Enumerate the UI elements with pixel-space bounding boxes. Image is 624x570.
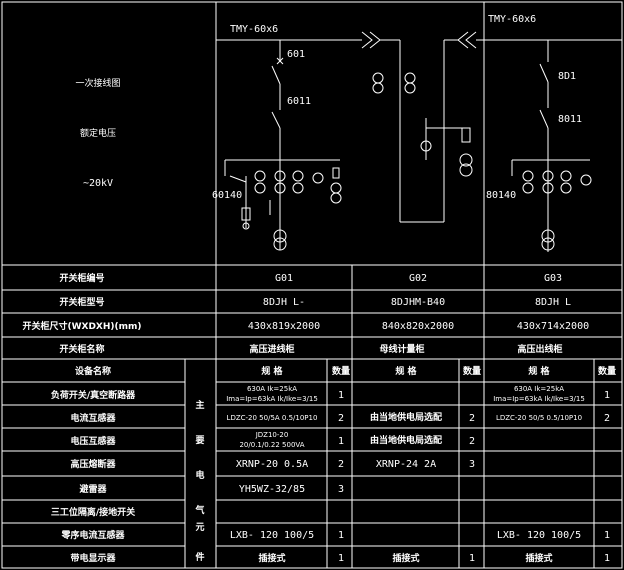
svg-text:主: 主	[195, 399, 204, 411]
rated-voltage-label: 额定电压	[80, 127, 116, 139]
g01-qty: 1	[338, 530, 344, 541]
equipment-name: 高压熔断器	[70, 458, 116, 470]
equipment-name: 零序电流互感器	[60, 529, 125, 541]
g03-spec: 630A Ik=25kA	[514, 385, 564, 393]
g03-qty: 1	[604, 530, 610, 541]
g01-spec: Ima=Ip=63kA Ik/Ike=3/15	[226, 395, 318, 403]
g03-spec-header: 规 格	[528, 365, 550, 377]
equipment-name: 电流互感器	[70, 412, 116, 424]
g03-spec: LXB- 120 100/5	[497, 530, 581, 541]
g01-qty-header: 数量	[332, 365, 350, 377]
g01-spec: 20/0.1/0.22 500VA	[239, 441, 304, 449]
svg-text:件: 件	[195, 551, 204, 563]
g03-qty: 1	[604, 390, 610, 401]
svg-text:元: 元	[195, 522, 204, 533]
g02-qty: 2	[469, 413, 475, 424]
g01-model: 8DJH L-	[263, 297, 305, 308]
row-label: 开关柜名称	[59, 343, 104, 355]
g02-size: 840x820x2000	[382, 321, 454, 332]
g01-spec: 630A Ik=25kA	[247, 385, 297, 393]
equipment-name: 避雷器	[79, 483, 107, 495]
g02-qty-header: 数量	[463, 365, 481, 377]
single-line-label: 一次接线图	[75, 77, 120, 89]
equipment-name: 负荷开关/真空断路器	[51, 389, 136, 401]
g03-model: 8DJH L	[535, 297, 571, 308]
row-label: 开关柜编号	[59, 272, 104, 284]
g03-size: 430x714x2000	[517, 321, 589, 332]
equipment-name: 带电显示器	[70, 552, 116, 564]
g02-spec: XRNP-24 2A	[376, 459, 436, 470]
g03-switch-label: 8D1	[558, 71, 576, 82]
g03-qty-header: 数量	[598, 365, 616, 377]
g02-cabinet-id: G02	[409, 273, 427, 284]
g02-spec: 由当地供电局选配	[370, 434, 442, 446]
g02-schematic	[372, 72, 473, 177]
g01-qty: 1	[338, 553, 344, 564]
g03-spec: 插接式	[525, 552, 552, 564]
g01-qty: 1	[338, 390, 344, 401]
svg-text:电: 电	[195, 469, 204, 481]
g02-spec-header: 规 格	[395, 365, 417, 377]
main-components-vertical-label: 主 要 电 气 元 件	[194, 399, 204, 563]
g03-earth-label: 80140	[486, 190, 516, 201]
g01-qty: 2	[338, 459, 344, 470]
equipment-name: 三工位隔离/接地开关	[51, 506, 135, 518]
g03-spec: LDZC-20 50/5 0.5/10P10	[496, 414, 582, 422]
equipment-table: 负荷开关/真空断路器 630A Ik=25kA Ima=Ip=63kA Ik/I…	[51, 385, 610, 564]
g01-spec: YH5WZ-32/85	[239, 484, 305, 495]
row-label: 开关柜型号	[59, 296, 104, 308]
g03-qty: 2	[604, 413, 610, 424]
equipment-header: 设备名称 规 格 数量 规 格 数量 规 格 数量	[75, 365, 616, 377]
g01-spec: 插接式	[258, 552, 285, 564]
g01-qty: 3	[338, 484, 344, 495]
g01-schematic	[224, 40, 342, 251]
g01-spec: JDZ10-20	[255, 431, 289, 439]
g03-name: 高压出线柜	[517, 343, 562, 355]
g02-spec: 插接式	[392, 552, 419, 564]
g02-spec: 由当地供电局选配	[370, 411, 442, 423]
svg-text:要: 要	[195, 435, 204, 446]
g01-name: 高压进线柜	[249, 343, 294, 355]
g02-name: 母线计量柜	[379, 343, 424, 355]
g01-qty: 2	[338, 413, 344, 424]
g02-qty: 3	[469, 459, 475, 470]
g03-breaker-label: 8011	[558, 114, 582, 125]
g02-model: 8DJHM-B40	[391, 297, 445, 308]
g01-size: 430x819x2000	[248, 321, 320, 332]
g01-switch-label: 601	[287, 49, 305, 60]
g01-cabinet-id: G01	[275, 273, 293, 284]
busbar-left-label: TMY-60x6	[230, 24, 278, 35]
g01-breaker-label: 6011	[287, 96, 311, 107]
g03-spec: Ima=Ip=63kA Ik/Ike=3/15	[493, 395, 585, 403]
g01-qty: 1	[338, 436, 344, 447]
svg-text:气: 气	[194, 504, 204, 516]
g01-spec-header: 规 格	[261, 365, 283, 377]
info-rows: 开关柜编号 G01 G02 G03 开关柜型号 8DJH L- 8DJHM-B4…	[22, 272, 589, 355]
equipment-name: 电压互感器	[70, 435, 116, 447]
g01-earth-label: 60140	[212, 190, 242, 201]
busbar-right-label: TMY-60x6	[488, 14, 536, 25]
g03-schematic	[511, 40, 592, 252]
g03-qty: 1	[604, 553, 610, 564]
g01-spec: XRNP-20 0.5A	[236, 459, 308, 470]
g03-cabinet-id: G03	[544, 273, 562, 284]
voltage-value: ~20kV	[83, 178, 113, 189]
g01-spec: LXB- 120 100/5	[230, 530, 314, 541]
busbar	[216, 31, 622, 223]
g02-qty: 2	[469, 436, 475, 447]
row-label: 开关柜尺寸(WXDXH)(mm)	[22, 320, 141, 332]
g02-qty: 1	[469, 553, 475, 564]
g01-spec: LDZC-20 50/5A 0.5/10P10	[227, 414, 318, 422]
device-name-header: 设备名称	[75, 365, 111, 377]
